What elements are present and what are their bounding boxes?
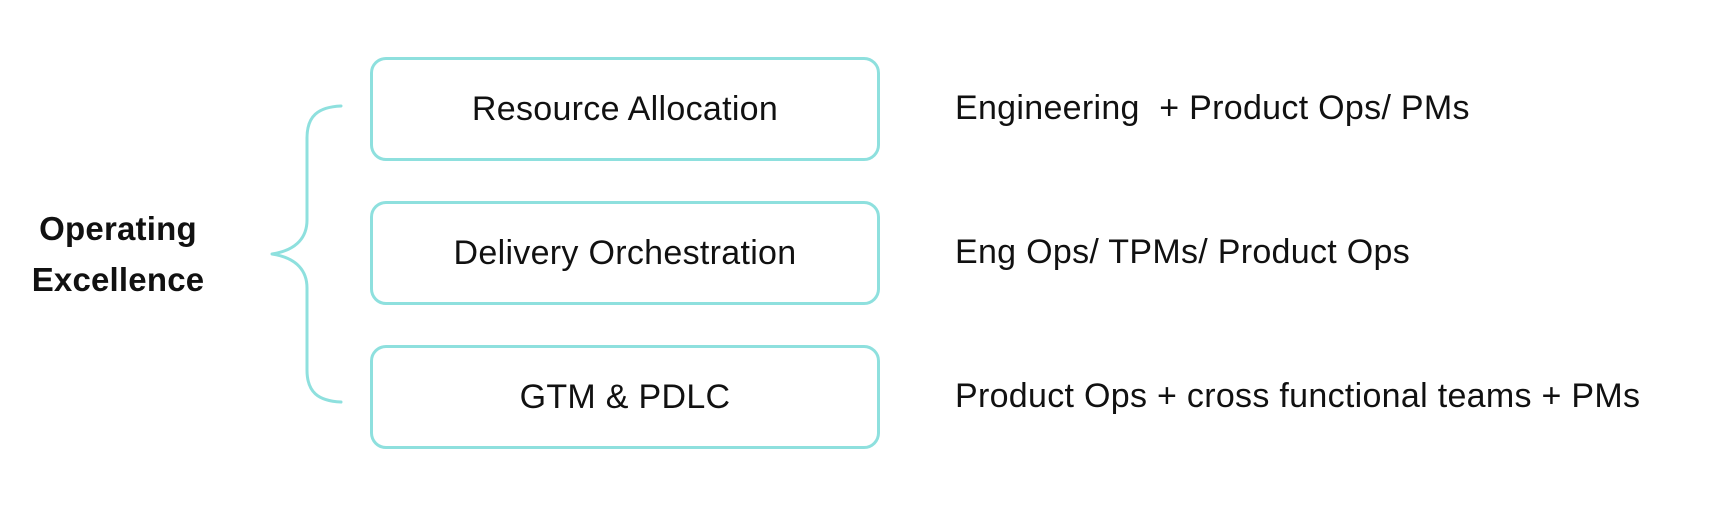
branch-label: GTM & PDLC xyxy=(519,377,731,416)
root-node-label: Operating Excellence xyxy=(18,203,218,305)
branch-owners-gtm-pdlc: Product Ops + cross functional teams + P… xyxy=(955,377,1641,415)
branch-box-gtm-pdlc: GTM & PDLC xyxy=(370,345,880,449)
root-label-line-2: Excellence xyxy=(31,261,205,298)
brace-path xyxy=(270,104,343,404)
branch-box-delivery-orchestration: Delivery Orchestration xyxy=(370,201,880,305)
branch-label: Resource Allocation xyxy=(471,89,779,128)
branch-owners-resource-allocation: Engineering + Product Ops/ PMs xyxy=(955,89,1470,127)
root-label-line-1: Operating xyxy=(39,210,197,247)
branch-box-resource-allocation: Resource Allocation xyxy=(370,57,880,161)
branch-label: Delivery Orchestration xyxy=(453,233,797,272)
branch-owners-delivery-orchestration: Eng Ops/ TPMs/ Product Ops xyxy=(955,233,1411,271)
